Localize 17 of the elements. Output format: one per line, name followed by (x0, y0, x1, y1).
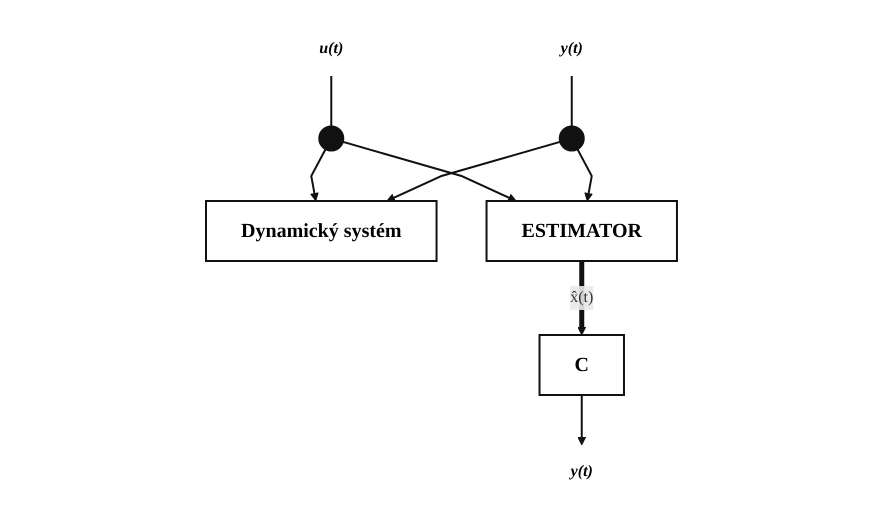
connector (570, 76, 572, 126)
arrow (576, 148, 592, 201)
connector (330, 76, 332, 126)
arrow (386, 140, 560, 202)
node-box: ESTIMATOR (485, 200, 678, 262)
node-text: y(t) (570, 462, 592, 480)
arrow (342, 140, 516, 202)
edge-label: x̂(t) (570, 288, 593, 306)
node-text: y(t) (560, 40, 582, 56)
node-box: Dynamický systém (204, 200, 438, 262)
arrow (576, 394, 586, 445)
node-text: u(t) (318, 40, 343, 56)
node-box: C (538, 334, 624, 396)
arrow (310, 148, 326, 201)
node-circle (558, 125, 584, 151)
arrow (576, 260, 586, 335)
node-circle (318, 125, 344, 151)
